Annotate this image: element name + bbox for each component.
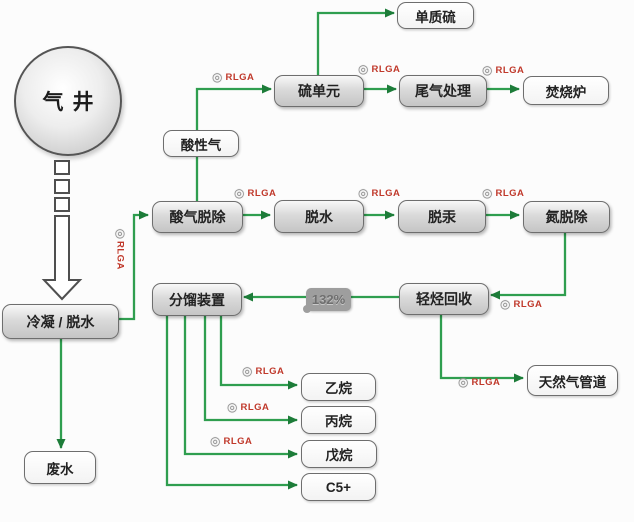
analyzer-tag-mercury-inlet: ◎ RLGA [358,187,400,199]
analyzer-tag-propane-line: ◎ RLGA [227,401,269,413]
flow-fractionation-to-ethane [219,313,298,390]
bullseye-icon: ◎ [212,70,223,84]
analyzer-label: RLGA [114,241,126,270]
analyzer-tag-incinerator-inlet: ◎ RLGA [482,64,524,76]
node-propane: 丙烷 [301,406,376,434]
bullseye-icon: ◎ [234,186,245,200]
analyzer-label: RLGA [513,298,543,310]
analyzer-label: RLGA [225,71,255,83]
analyzer-tag-dehydration-inlet: ◎ RLGA [234,187,276,199]
well-dash-1 [54,160,70,175]
bullseye-icon: ◎ [358,186,369,200]
flow-fractionation-to-pentane [183,313,298,459]
flow-nitrogen-removal-to-ngl-recovery [490,231,567,300]
analyzer-tag-pentane-line: ◎ RLGA [210,435,252,447]
analyzer-label: RLGA [495,187,525,199]
node-mercury-removal: 脱汞 [398,200,486,233]
node-incinerator: 焚烧炉 [523,76,609,105]
analyzer-tag-pipeline-line: ◎ RLGA [458,376,500,388]
node-gas-pipeline: 天然气管道 [527,365,618,396]
percentage-badge-tail [303,305,311,313]
bullseye-icon: ◎ [242,364,253,378]
flow-ngl-recovery-to-pipeline [439,312,524,383]
analyzer-tag-condensation-line: ◎ RLGA [112,227,128,270]
bullseye-icon: ◎ [500,297,511,311]
node-sulfur-unit: 硫单元 [274,75,364,107]
analyzer-label: RLGA [495,64,525,76]
node-tail-gas-treatment: 尾气处理 [399,75,487,107]
bullseye-icon: ◎ [210,434,221,448]
flow-sulfur-unit-to-elemental-sulfur [316,8,395,75]
bullseye-icon: ◎ [482,63,493,77]
analyzer-tag-acid-gas-line: ◎ RLGA [212,71,254,83]
node-pentane: 戊烷 [301,440,377,468]
node-elemental-sulfur: 单质硫 [397,2,474,29]
flow-acid-gas-to-sulfur-unit [195,84,272,201]
node-ethane: 乙烷 [301,373,376,401]
node-waste-water: 废水 [24,451,96,484]
analyzer-label: RLGA [371,63,401,75]
bullseye-icon: ◎ [358,62,369,76]
bullseye-icon: ◎ [114,226,126,240]
analyzer-label: RLGA [255,365,285,377]
analyzer-label: RLGA [223,435,253,447]
node-gas-well: 气井 [14,46,122,156]
analyzer-label: RLGA [247,187,277,199]
node-fractionation-unit: 分馏装置 [152,283,242,316]
well-dash-3 [54,197,70,212]
node-nitrogen-removal: 氮脱除 [523,201,610,233]
analyzer-tag-ethane-line: ◎ RLGA [242,365,284,377]
percentage-badge: 132% [306,288,351,311]
node-dehydration: 脱水 [274,200,364,233]
analyzer-tag-tail-gas-inlet: ◎ RLGA [358,63,400,75]
analyzer-tag-ngl-inlet: ◎ RLGA [500,298,542,310]
node-c5-plus: C5+ [301,473,376,501]
analyzer-label: RLGA [371,187,401,199]
node-light-hc-recovery: 轻烃回收 [399,283,489,315]
bullseye-icon: ◎ [227,400,238,414]
well-down-arrow [41,215,83,301]
bullseye-icon: ◎ [482,186,493,200]
node-acid-gas-removal: 酸气脱除 [152,201,243,233]
flow-fractionation-to-c5plus [165,313,298,490]
well-dash-2 [54,179,70,194]
analyzer-label: RLGA [240,401,270,413]
node-acid-gas: 酸性气 [163,130,239,157]
analyzer-label: RLGA [471,376,501,388]
flow-condensation-to-acid-gas-removal [118,210,149,321]
well-bore-symbol [41,160,83,301]
analyzer-tag-nitrogen-inlet: ◎ RLGA [482,187,524,199]
flow-fractionation-to-propane [203,313,298,425]
bullseye-icon: ◎ [458,375,469,389]
node-condensation-dehydration: 冷凝 / 脱水 [2,304,119,339]
